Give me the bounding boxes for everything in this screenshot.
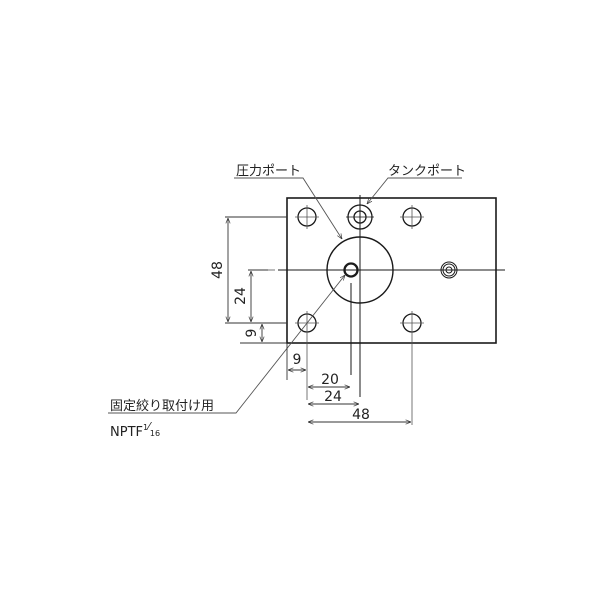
bolt-hole-crosshairs (295, 205, 424, 425)
vertical-dimensions (225, 216, 287, 344)
tank-port (346, 204, 374, 230)
pressure-port (326, 236, 394, 304)
tank-port-label: タンクポート (388, 164, 466, 179)
pilot-port (440, 261, 458, 279)
pressure-port-label: 圧力ポート (236, 164, 301, 179)
dim-h-9: 9 (293, 352, 302, 368)
dim-v-24: 24 (233, 287, 249, 305)
leader-lines (108, 177, 462, 414)
thread-spec-label: NPTF1⁄16 (110, 420, 160, 440)
dim-v-9: 9 (244, 329, 260, 338)
dim-h-20: 20 (321, 372, 339, 388)
horizontal-dimensions (286, 343, 411, 422)
center-lines (250, 195, 505, 397)
dim-h-48: 48 (352, 407, 370, 423)
dim-v-48: 48 (210, 261, 226, 279)
orifice-hole (343, 262, 359, 278)
dim-h-24: 24 (324, 389, 342, 405)
fixed-orifice-label: 固定絞り取付け用 (110, 399, 214, 414)
